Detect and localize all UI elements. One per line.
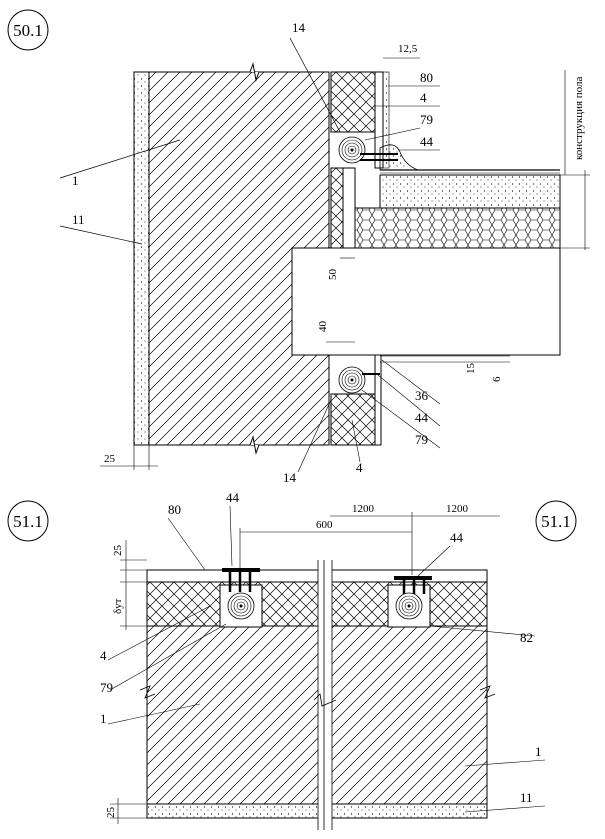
label-4: 4 xyxy=(100,648,107,663)
dim-1200-a: 1200 xyxy=(352,503,375,515)
label-80: 80 xyxy=(168,502,181,517)
sealant-bead xyxy=(379,144,419,171)
detail-50-1: 50.1 1 11 14 xyxy=(7,9,590,485)
leader-11 xyxy=(59,225,143,245)
insulation-layer xyxy=(146,581,488,627)
label-44-top: 44 xyxy=(420,134,434,149)
leader-79-bottom xyxy=(361,389,441,449)
fastener-1 xyxy=(227,592,255,620)
dim-12-5: 12,5 xyxy=(398,43,418,55)
label-4-top: 4 xyxy=(420,90,427,105)
label-82: 82 xyxy=(520,630,533,645)
leader-14-bottom xyxy=(297,399,332,473)
floor-screed xyxy=(379,174,561,209)
label-11: 11 xyxy=(520,790,533,805)
label-1-a: 1 xyxy=(100,711,107,726)
dim-25-bottom: 25 xyxy=(105,807,117,819)
leader-11 xyxy=(464,805,546,813)
detail-tag-right: 51.1 xyxy=(541,512,571,531)
sealant-strip xyxy=(342,167,356,249)
label-1: 1 xyxy=(72,173,79,188)
dim-50: 50 xyxy=(327,269,339,281)
dim-600: 600 xyxy=(316,519,333,531)
joint-gap xyxy=(318,560,332,830)
insulation-board-bottom xyxy=(330,393,376,446)
leader-44-b xyxy=(417,545,451,577)
detail-tag: 50.1 xyxy=(13,21,43,40)
leader-1 xyxy=(59,139,181,179)
label-14-top: 14 xyxy=(292,20,306,35)
detail-tag-left-circle xyxy=(7,500,49,542)
leader-80 xyxy=(167,517,206,571)
dowel-group-1 xyxy=(222,568,260,592)
leader-4-bottom xyxy=(351,419,361,463)
dim-6: 6 xyxy=(491,376,503,382)
plaster-layer xyxy=(133,71,150,446)
plaster-layer-bottom xyxy=(146,803,488,819)
dowel-group-2 xyxy=(394,576,432,594)
label-79-top: 79 xyxy=(420,112,433,127)
fastener-2 xyxy=(395,592,423,620)
floor-construction-label: конструкция пола xyxy=(573,76,585,160)
leader-14-top xyxy=(289,37,341,133)
dim-delta-ut: δут xyxy=(112,598,124,614)
detail-tag-left: 51.1 xyxy=(13,512,43,531)
label-44-bottom: 44 xyxy=(415,410,429,425)
leader-1-b xyxy=(464,759,546,767)
leader-79 xyxy=(109,623,227,691)
break-mark-top xyxy=(240,62,270,82)
label-44-b: 44 xyxy=(450,530,464,545)
leader-44-bottom xyxy=(377,374,441,427)
label-11: 11 xyxy=(72,212,85,227)
floor-slab xyxy=(291,247,561,356)
masonry-layer xyxy=(146,625,488,805)
vapor-strip-left xyxy=(330,167,344,249)
leader-79-top xyxy=(364,127,421,141)
break-mark-bottom xyxy=(240,435,270,455)
label-44-a: 44 xyxy=(226,490,240,505)
leader-82 xyxy=(429,625,536,637)
label-14-bottom: 14 xyxy=(283,470,297,485)
leader-36 xyxy=(381,359,441,405)
dim-25-top: 25 xyxy=(112,545,124,557)
detail-51-1: 51.1 51.1 xyxy=(7,490,577,830)
dim-15: 15 xyxy=(465,363,477,375)
leader-44-a xyxy=(229,505,233,567)
detail-tag-right-circle xyxy=(535,500,577,542)
label-80-top: 80 xyxy=(420,70,433,85)
label-36: 36 xyxy=(415,388,429,403)
leader-4 xyxy=(107,605,211,661)
joint-break xyxy=(313,693,337,707)
leader-1-a xyxy=(107,703,201,725)
dim-40: 40 xyxy=(317,321,329,333)
label-79-bottom: 79 xyxy=(415,432,428,447)
thermal-insulation xyxy=(354,207,561,249)
label-4-bottom: 4 xyxy=(356,460,363,475)
detail-tag-circle xyxy=(7,9,49,51)
dim-1200-b: 1200 xyxy=(446,503,469,515)
fastener-bottom xyxy=(338,366,366,394)
break-right xyxy=(479,685,496,699)
dim-25: 25 xyxy=(104,453,116,465)
cladding-layer xyxy=(146,569,488,583)
label-79: 79 xyxy=(100,680,113,695)
break-left xyxy=(139,685,156,699)
label-1-b: 1 xyxy=(535,744,542,759)
insulation-board-top xyxy=(330,71,376,133)
